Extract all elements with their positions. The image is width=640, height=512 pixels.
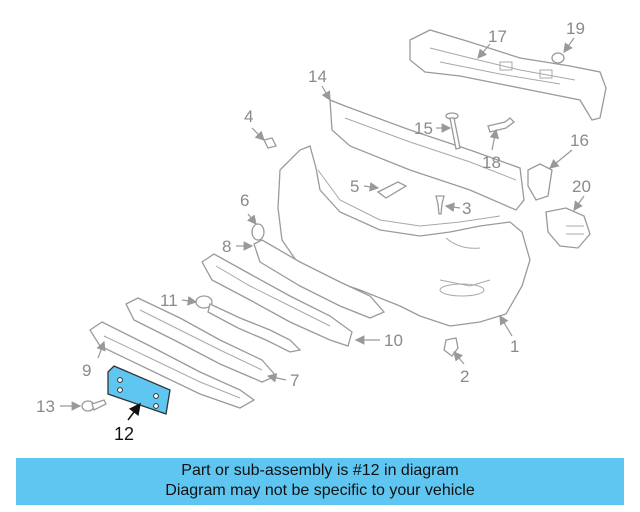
callout-7: 7 — [290, 371, 299, 390]
callout-3: 3 — [462, 199, 471, 218]
callout-14: 14 — [308, 67, 327, 86]
callout-13: 13 — [36, 397, 55, 416]
part-strip — [207, 303, 302, 353]
callout-17: 17 — [488, 27, 507, 46]
callout-8: 8 — [222, 237, 231, 256]
part-18-pin — [487, 117, 515, 133]
callout-5: 5 — [350, 177, 359, 196]
part-20-sensor — [545, 207, 591, 249]
callout-10: 10 — [384, 331, 403, 350]
banner-line-1: Part or sub-assembly is #12 in diagram — [181, 462, 459, 479]
part-17-reinforcement — [409, 29, 607, 121]
part-13-screw — [81, 399, 107, 412]
callout-2: 2 — [460, 367, 469, 386]
leader-lines — [60, 37, 585, 421]
callout-6: 6 — [240, 191, 249, 210]
part-14-absorber — [329, 99, 525, 211]
banner-line-2: Diagram may not be specific to your vehi… — [165, 482, 475, 499]
part-15-bolt — [445, 112, 461, 150]
part-5-reflector — [376, 181, 408, 199]
part-2-clip — [443, 337, 459, 357]
callout-4: 4 — [244, 107, 253, 126]
callout-18: 18 — [482, 153, 501, 172]
callout-19: 19 — [566, 19, 585, 38]
callout-9: 9 — [82, 361, 91, 380]
callout-12: 12 — [114, 424, 134, 444]
part-4-clip — [263, 137, 277, 149]
part-9-lower-molding — [89, 321, 256, 409]
info-banner: Part or sub-assembly is #12 in diagram D… — [16, 458, 624, 505]
callout-1: 1 — [510, 337, 519, 356]
callout-16: 16 — [570, 131, 589, 150]
part-8-side-grille — [253, 239, 386, 319]
part-16-bracket — [527, 163, 553, 201]
part-12-license-bracket — [107, 365, 171, 415]
part-3-screw — [435, 195, 445, 215]
callout-20: 20 — [572, 177, 591, 196]
part-6-grommet — [251, 223, 265, 241]
callout-11: 11 — [160, 291, 178, 310]
part-19-clip — [551, 52, 565, 64]
parts-diagram: 17 19 14 15 18 4 16 5 3 20 6 8 11 10 1 2… — [36, 19, 607, 444]
part-10-lower-grille — [201, 253, 353, 347]
callout-15: 15 — [414, 119, 433, 138]
